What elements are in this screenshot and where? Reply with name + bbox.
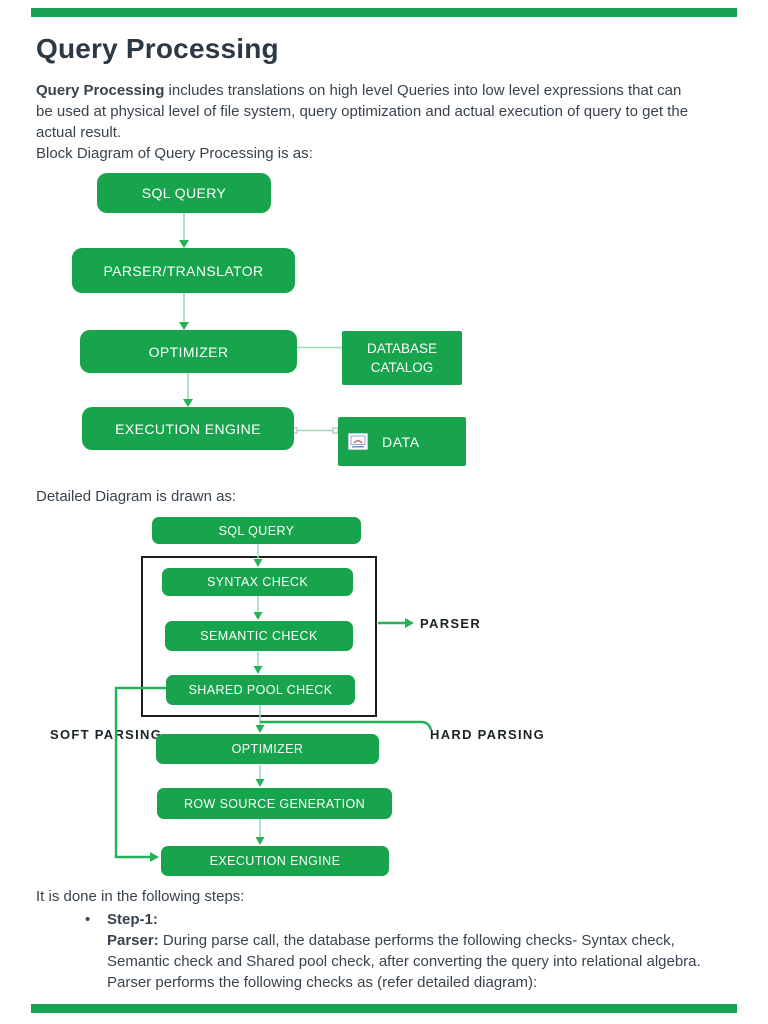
- node2-sql-query: SQL QUERY: [152, 517, 361, 544]
- hard-parsing-path: [260, 720, 433, 731]
- arrowhead-soft-parsing: [150, 852, 159, 862]
- step-1-bold-lead: Parser:: [107, 932, 159, 949]
- arrowhead-sharedpool-to-optimizer2: [255, 725, 265, 733]
- arrowhead-rowsource-to-execution2: [255, 837, 265, 845]
- image-placeholder-icon: [348, 433, 368, 450]
- arrowhead-optimizer-to-execution: [183, 399, 193, 407]
- parser-stage-border-box: [141, 556, 377, 717]
- node-data: DATA: [338, 417, 466, 466]
- step-1-line-3: Parser performs the following checks as …: [107, 974, 538, 991]
- bullet-marker: •: [85, 911, 91, 928]
- label-soft-parsing: SOFT PARSING: [50, 727, 163, 742]
- arrowhead-optimizer2-to-rowsource: [255, 779, 265, 787]
- intro-line-2: be used at physical level of file system…: [36, 103, 689, 120]
- label-hard-parsing: HARD PARSING: [430, 727, 546, 742]
- arrowhead-sqlquery-to-parser: [179, 240, 189, 248]
- intro-paragraph: Query Processing includes translations o…: [36, 80, 748, 164]
- database-catalog-line2: CATALOG: [370, 360, 434, 375]
- intro-line-1-rest: includes translations on high level Quer…: [164, 82, 682, 99]
- detailed-diagram-caption: Detailed Diagram is drawn as:: [36, 488, 237, 505]
- node-database-catalog: DATABASE CATALOG: [342, 331, 462, 385]
- arrowhead-to-parser-label: [405, 618, 414, 628]
- header-rule-bar: [31, 8, 737, 17]
- database-catalog-line1: DATABASE: [366, 341, 438, 356]
- intro-bold-lead: Query Processing: [36, 82, 165, 99]
- step-1-title: Step-1:: [107, 911, 158, 928]
- step-1-block: Step-1: Parser: During parse call, the d…: [107, 909, 747, 993]
- node-optimizer: OPTIMIZER: [80, 330, 297, 373]
- steps-intro: It is done in the following steps:: [36, 888, 245, 905]
- label-parser: PARSER: [420, 616, 482, 631]
- node2-execution-engine: EXECUTION ENGINE: [161, 846, 389, 876]
- intro-line-1: Query Processing includes translations o…: [36, 80, 748, 101]
- node2-optimizer: OPTIMIZER: [156, 734, 379, 764]
- node2-syntax-check: SYNTAX CHECK: [162, 568, 353, 596]
- step-1-line-2: Semantic check and Shared pool check, af…: [107, 953, 701, 970]
- step-1-line-1-rest: During parse call, the database performs…: [158, 932, 675, 949]
- node-sql-query: SQL QUERY: [97, 173, 271, 213]
- arrowhead-parser-to-optimizer: [179, 322, 189, 330]
- step-1-line-1: Parser: During parse call, the database …: [107, 930, 747, 951]
- footer-rule-bar: [31, 1004, 737, 1013]
- node-execution-engine: EXECUTION ENGINE: [82, 407, 294, 450]
- node-parser-translator: PARSER/TRANSLATOR: [72, 248, 295, 293]
- intro-line-3: actual result.: [36, 124, 122, 141]
- data-label: DATA: [382, 433, 420, 450]
- node2-semantic-check: SEMANTIC CHECK: [165, 621, 353, 651]
- node2-shared-pool-check: SHARED POOL CHECK: [166, 675, 355, 705]
- page-title: Query Processing: [36, 33, 279, 64]
- block-diagram-caption: Block Diagram of Query Processing is as:: [36, 145, 313, 162]
- node2-row-source-generation: ROW SOURCE GENERATION: [157, 788, 392, 819]
